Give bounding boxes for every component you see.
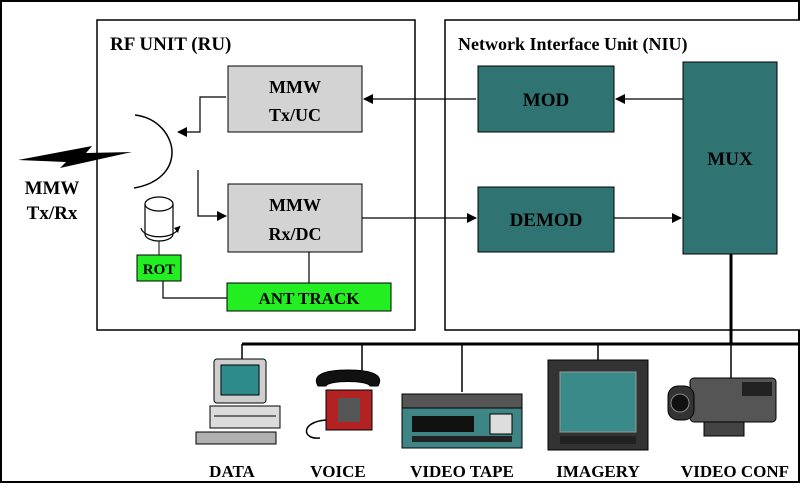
- demod-label: DEMOD: [510, 210, 583, 231]
- mux-label: MUX: [707, 149, 753, 170]
- rot-label: ROT: [143, 262, 176, 278]
- device-bus: [241, 254, 800, 392]
- rx-block-line2: Rx/DC: [269, 224, 322, 244]
- device-label-video-tape: VIDEO TAPE: [410, 462, 514, 481]
- mmw-txrx-line2: Tx/Rx: [27, 203, 78, 224]
- device-label-imagery: IMAGERY: [556, 462, 639, 481]
- device-label-data: DATA: [209, 462, 255, 481]
- device-label-voice: VOICE: [310, 462, 365, 481]
- camcorder-icon: [667, 377, 777, 437]
- mmw-txrx-line1: MMW: [25, 178, 80, 199]
- rx-block-line1: MMW: [269, 195, 321, 215]
- demod-block: [477, 186, 615, 253]
- mod-block: [477, 65, 615, 133]
- tx-block-line2: Tx/UC: [269, 105, 321, 125]
- ant-track-block: [226, 282, 392, 312]
- lightning-bolt-icon: [18, 146, 132, 168]
- mod-label: MOD: [523, 90, 569, 111]
- rot-block: [136, 254, 182, 282]
- mux-block: [682, 61, 778, 255]
- niu-title: Network Interface Unit (NIU): [458, 34, 687, 55]
- device-label-video-conf: VIDEO CONF: [681, 462, 789, 481]
- rf-unit-title: RF UNIT (RU): [110, 34, 231, 55]
- mmw-tx-uc-block: [227, 65, 363, 133]
- antenna-dish-icon: [133, 114, 173, 189]
- ant-track-label: ANT TRACK: [259, 289, 361, 308]
- computer-icon: [195, 358, 281, 445]
- rotator-icon: [140, 196, 181, 255]
- telephone-icon: [305, 369, 380, 439]
- tx-block-line1: MMW: [269, 77, 321, 97]
- connectors: [162, 94, 683, 299]
- vcr-icon: [401, 393, 523, 449]
- monitor-icon: [547, 359, 649, 451]
